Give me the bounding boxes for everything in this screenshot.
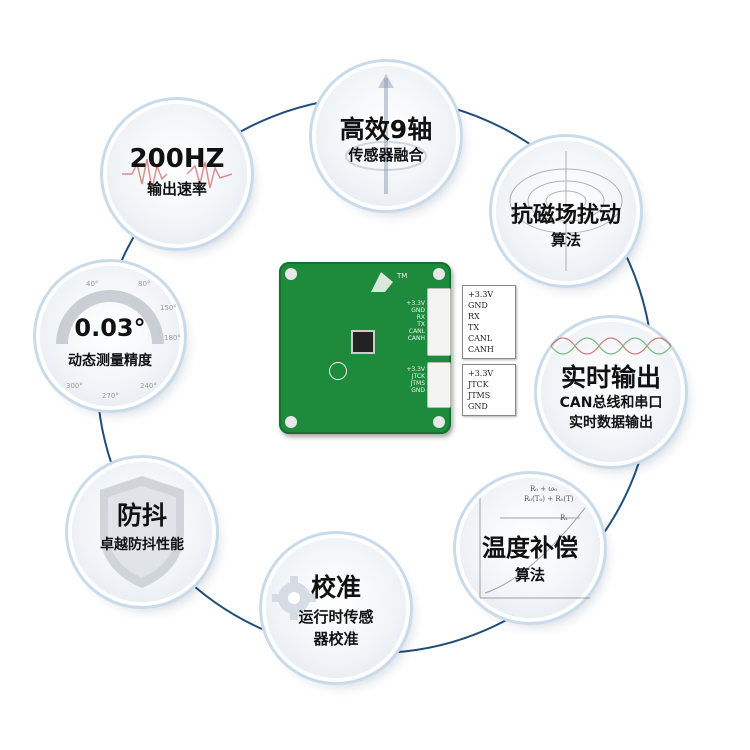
feature-subtitle: 输出速率 [146,180,207,198]
feature-line: CAN总线和串口 [559,395,663,411]
connector-top [427,288,451,356]
pin-text: +3.3V [406,366,425,373]
feature-subtitle: 算法 [550,231,581,249]
dial-tick: 240° [140,382,157,390]
pin-text: CANH [407,335,425,342]
feature-title: 实时输出 [560,363,661,392]
feature-title: 温度补偿 [482,534,578,562]
dial-tick: 180° [164,334,181,342]
formula-graph-icon [479,498,590,599]
pin-label: TX [468,323,480,332]
connector-bottom [427,362,451,408]
feature-realtime-output: 实时输出 CAN总线和串口 实时数据输出 [541,322,681,462]
pin-label: RX [468,312,480,321]
pin-text: +3.3V [406,300,425,307]
feature-9axis-fusion: 高效9轴 传感器融合 [316,66,456,206]
pin-label: CANH [468,345,494,354]
axis-marker-icon [329,362,347,380]
trademark-mark: TM [397,272,408,280]
feature-line: 器校准 [313,630,359,648]
mount-hole [433,416,445,428]
axis-arrow-icon [345,74,427,194]
pin-label: +3.3V [468,290,494,299]
feature-precision: 40° 80° 150° 180° 240° 270° 300° 0.03° 动… [40,266,181,406]
dial-tick: 80° [138,280,151,288]
pin-text: CANL [408,328,425,335]
shield-icon [100,476,184,588]
mount-hole [285,416,297,428]
feature-subtitle: 动态测量精度 [68,353,152,369]
formula-text: R₀ + ω₀ [530,485,557,493]
dial-tick: 150° [160,304,177,312]
pin-label: GND [468,402,488,411]
waveform-icon [122,158,233,190]
pin-label: JTCK [468,380,489,389]
magnetic-field-icon [509,151,623,271]
dial-tick: 40° [86,280,99,288]
pin-text: RX [416,314,425,321]
feature-title: 防抖 [116,501,167,530]
gear-icon [272,576,316,620]
feature-title: 200HZ [129,144,225,174]
feature-line: 运行时传感 [298,608,374,626]
feature-temperature-compensation: R₀ + ω₀ R₀(T₀) + R₀(T) R₁ 温度补偿 算法 [460,478,600,618]
formula-text: R₁ [560,514,569,522]
imu-circuit-board: TM +3.3V GND RX TX CANL CANH +3.3V JTCK … [279,262,451,434]
feature-subtitle: 卓越防抖性能 [100,537,184,553]
dial-tick: 300° [66,382,83,390]
feature-subtitle: 算法 [514,566,545,584]
mount-hole [433,268,445,280]
feature-output-rate: 200HZ 输出速率 [107,104,247,244]
feature-calibration: 校准 运行时传感 器校准 [266,538,406,678]
pin-label-top: +3.3V GND RX TX CANL CANH [462,285,516,359]
feature-anti-shake: 防抖 卓越防抖性能 [72,462,212,602]
feature-subtitle: 传感器融合 [348,146,424,164]
feature-anti-magnetic: 抗磁场扰动 算法 [496,141,636,281]
mount-hole [285,268,297,280]
dial-tick: 270° [102,392,119,400]
pin-label: +3.3V [468,369,494,378]
feature-title: 抗磁场扰动 [510,203,621,228]
pin-label: GND [468,301,488,310]
silkscreen-pins-bottom: +3.3V JTCK JTMS GND [395,366,425,394]
formula-text: R₀(T₀) + R₀(T) [524,495,574,503]
imu-chip [351,330,375,354]
pin-label: JTMS [468,391,491,400]
feature-title: 校准 [310,573,361,602]
coil-icon [550,337,672,355]
brand-logo-icon [371,272,393,292]
feature-title: 高效9轴 [339,115,433,144]
feature-line: 实时数据输出 [569,415,653,431]
silkscreen-pins-top: +3.3V GND RX TX CANL CANH [395,300,425,342]
dial-icon [56,290,164,345]
pin-label: CANL [468,334,493,343]
pin-text: GND [411,387,425,394]
pin-text: GND [411,307,425,314]
pin-text: TX [417,321,425,328]
pin-label-bottom: +3.3V JTCK JTMS GND [462,364,516,416]
pin-text: JTMS [410,380,425,387]
pin-text: JTCK [411,373,425,380]
feature-title: 0.03° [74,314,146,342]
